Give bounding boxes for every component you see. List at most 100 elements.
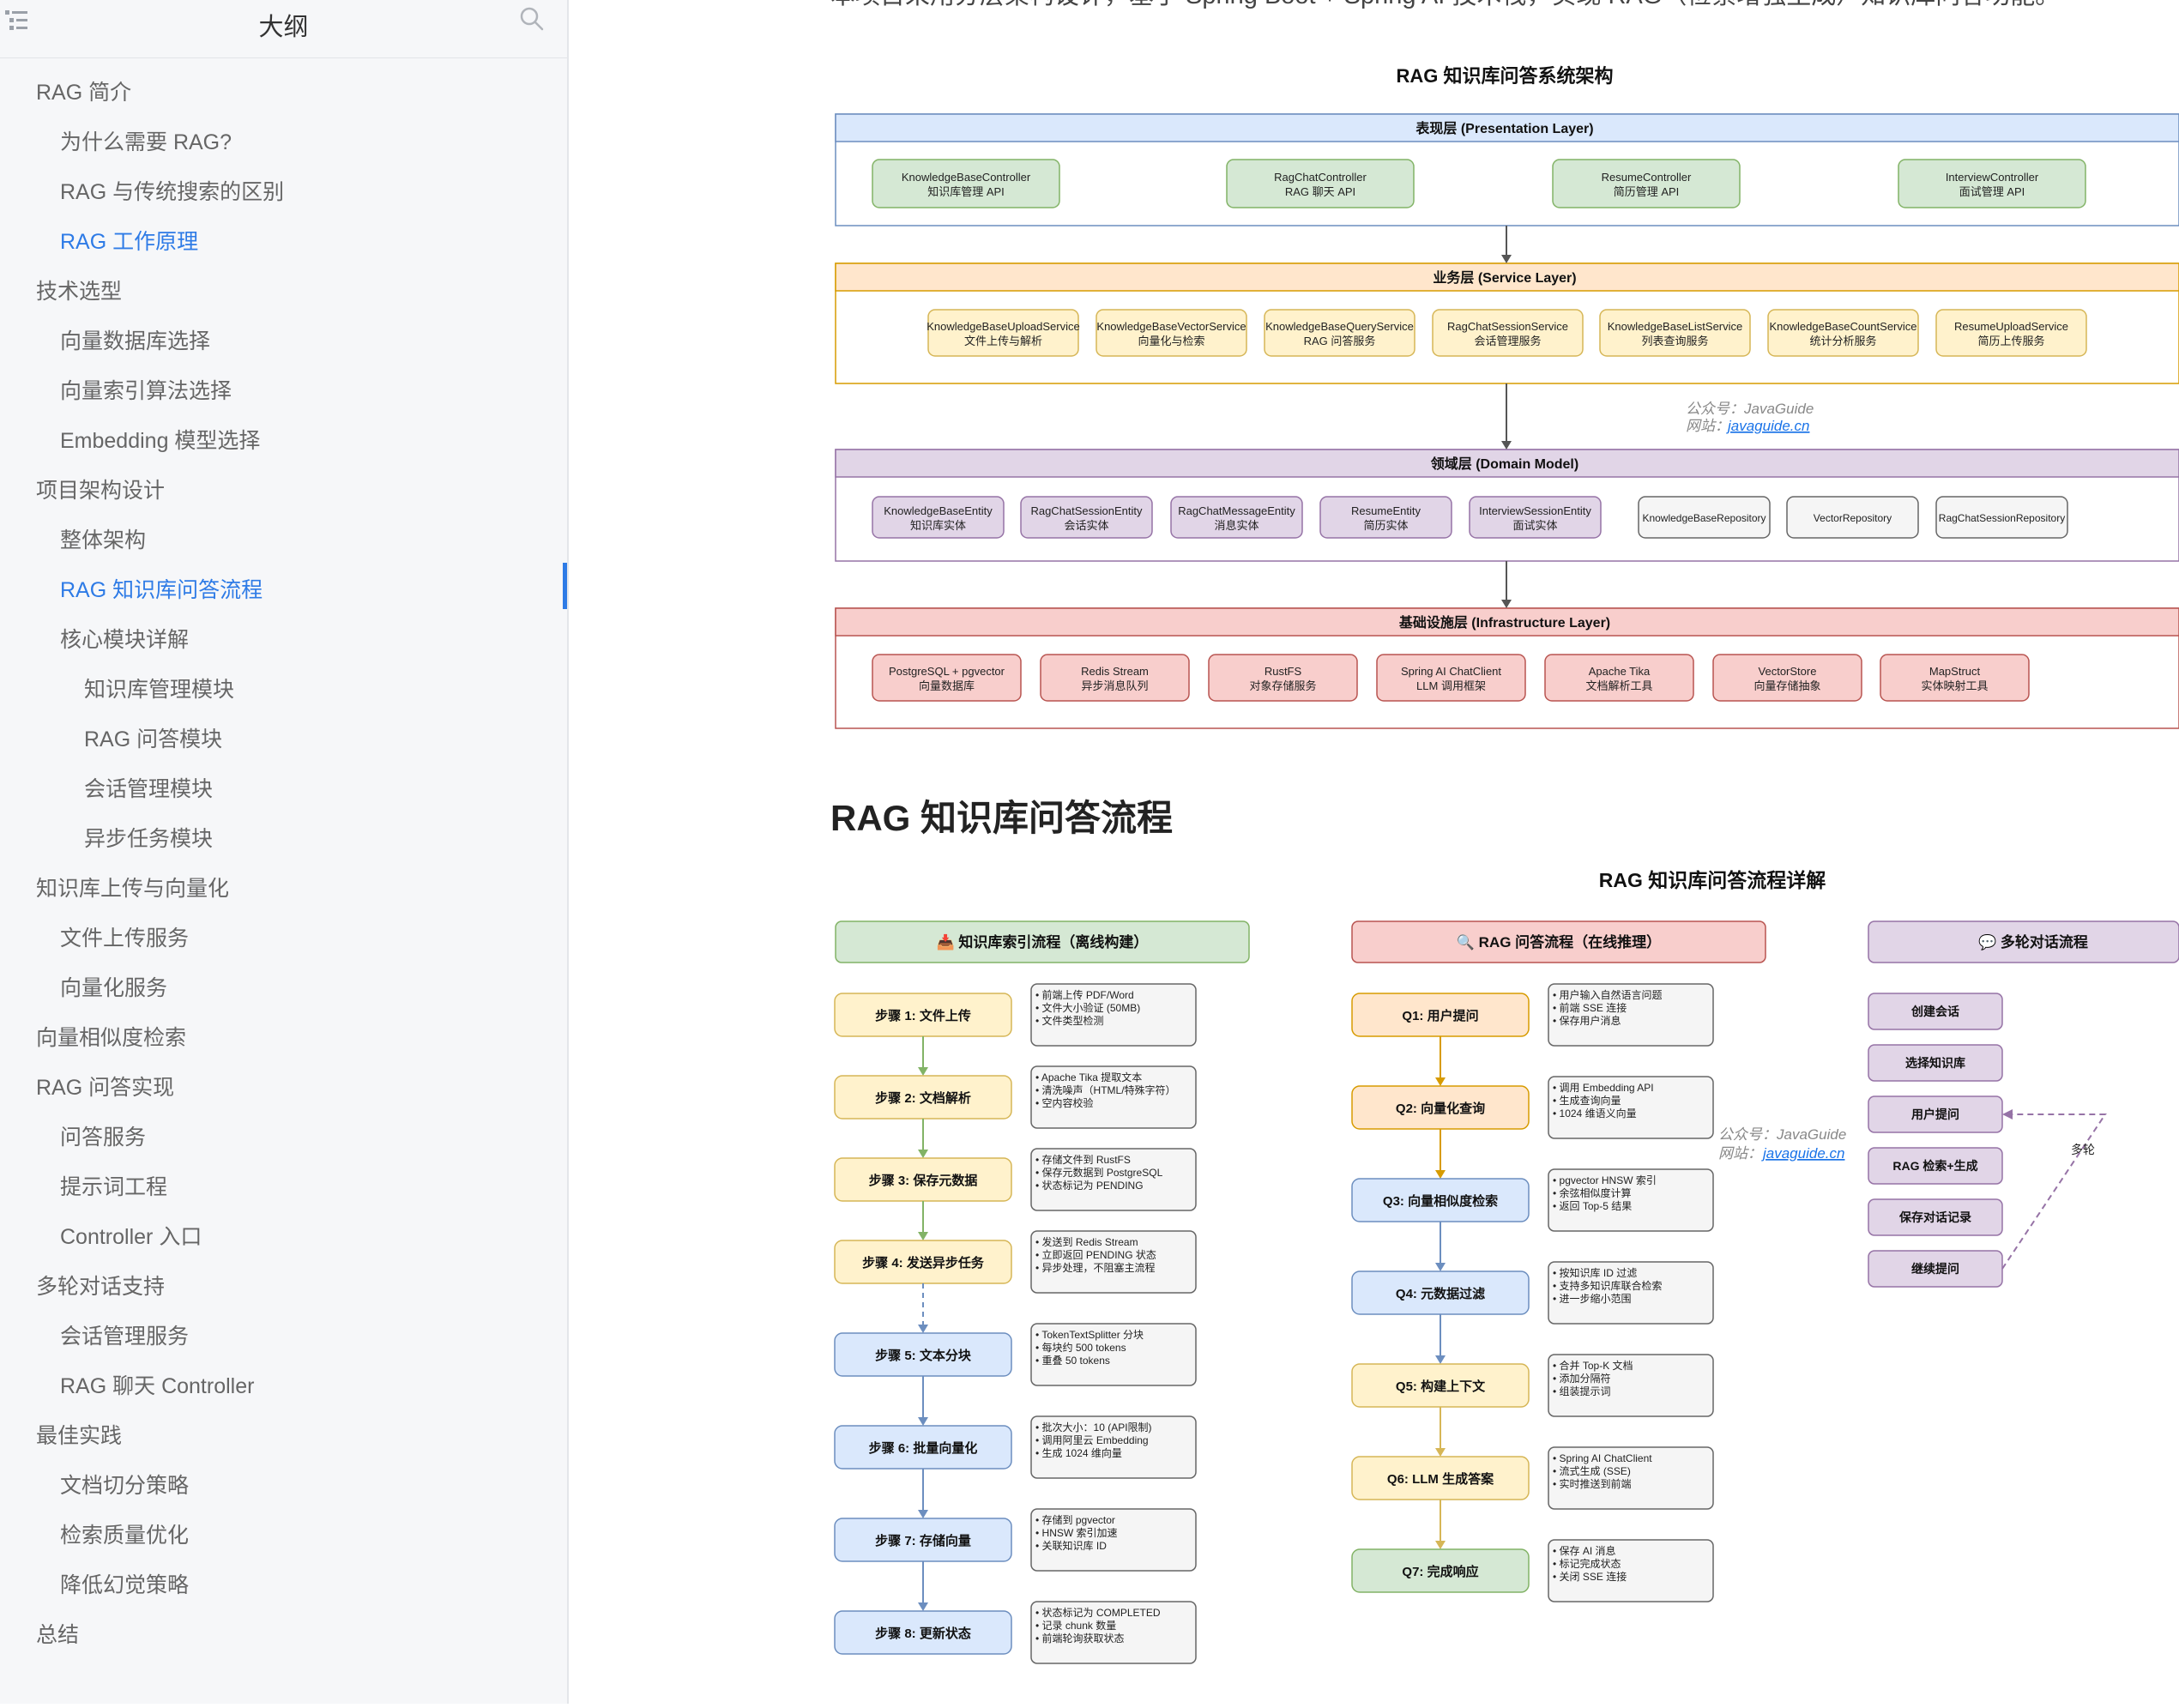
outline-item[interactable]: Controller 入口 [60, 1225, 202, 1249]
watermark-site-prefix: 网站： [1718, 1145, 1762, 1162]
component-name: InterviewSessionEntity [1479, 504, 1591, 517]
outline-item[interactable]: 知识库上传与向量化 [36, 877, 230, 901]
component-box [1935, 496, 2068, 539]
note-line: • 按知识库 ID 过滤 [1553, 1266, 1637, 1279]
component-desc: 消息实体 [1214, 519, 1259, 532]
component-name: KnowledgeBaseQueryService [1265, 320, 1414, 333]
outline-item[interactable]: 向量化服务 [60, 976, 168, 1000]
outline-item[interactable]: 降低幻觉策略 [60, 1573, 190, 1597]
step-label: 步骤 8: 更新状态 [875, 1626, 971, 1641]
note-line: • 用户输入自然语言问题 [1553, 988, 1663, 1001]
outline-item[interactable]: 向量数据库选择 [60, 329, 211, 353]
search-icon[interactable] [518, 5, 546, 33]
outline-item[interactable]: 提示词工程 [60, 1175, 168, 1199]
outline-item[interactable]: RAG 聊天 Controller [60, 1374, 255, 1398]
step-label: 步骤 7: 存储向量 [875, 1533, 971, 1548]
outline-item[interactable]: RAG 工作原理 [60, 230, 199, 254]
outline-item[interactable]: RAG 问答实现 [36, 1076, 175, 1100]
note-line: • Spring AI ChatClient [1553, 1452, 1652, 1464]
layer-header [835, 607, 2179, 637]
layer-title: 业务层 (Service Layer) [1433, 269, 1576, 286]
layer-header [835, 263, 2179, 292]
outline-item[interactable]: RAG 与传统搜索的区别 [60, 180, 285, 204]
note-line: • 重叠 50 tokens [1035, 1355, 1110, 1367]
outline-header: 大纲 [0, 0, 567, 58]
note-line: • 前端 SSE 连接 [1553, 1001, 1627, 1014]
multi-step-label: 继续提问 [1911, 1262, 1959, 1276]
arrow-head [1435, 1077, 1446, 1086]
outline-item[interactable]: 核心模块详解 [60, 628, 190, 652]
loop-arrow [2001, 1114, 2107, 1270]
outline-item[interactable]: 技术选型 [36, 280, 123, 304]
component-desc: 文件上传与解析 [964, 335, 1042, 347]
component-desc: 会话管理服务 [1474, 335, 1541, 347]
outline-item[interactable]: Embedding 模型选择 [60, 429, 261, 453]
loop-label: 多轮 [2071, 1143, 2095, 1156]
outline-item[interactable]: 项目架构设计 [36, 479, 166, 503]
note-line: • 生成查询向量 [1553, 1094, 1621, 1107]
outline-item[interactable]: 文档切分策略 [60, 1474, 190, 1498]
component-box [1469, 496, 1602, 539]
component-desc: 异步消息队列 [1081, 679, 1148, 692]
outline-item[interactable]: RAG 知识库问答流程 [60, 578, 263, 602]
watermark-label: 公众号：JavaGuide [1718, 1126, 1846, 1143]
step-notes [1030, 1323, 1197, 1386]
step-notes [1548, 1076, 1714, 1139]
outline-item[interactable]: 异步任务模块 [84, 827, 214, 851]
component-box [1226, 159, 1415, 208]
outline-item[interactable]: 总结 [36, 1623, 80, 1647]
component-name: Redis Stream [1081, 665, 1149, 678]
outline-item[interactable]: 检索质量优化 [60, 1524, 190, 1548]
note-line: • 状态标记为 COMPLETED [1035, 1607, 1161, 1619]
component-name: KnowledgeBaseController [902, 171, 1031, 184]
arrow-head [1435, 1448, 1446, 1457]
step-label: 步骤 1: 文件上传 [875, 1008, 971, 1023]
component-box [1432, 309, 1584, 357]
arrow-head [1435, 1541, 1446, 1549]
component-desc: 实体映射工具 [1921, 679, 1988, 692]
component-box [872, 654, 1022, 702]
note-line: • 1024 维语义向量 [1553, 1107, 1637, 1120]
outline-item[interactable]: 会话管理模块 [84, 777, 214, 801]
component-box [1376, 654, 1526, 702]
outline-item[interactable]: RAG 问答模块 [84, 727, 223, 751]
component-box [1096, 309, 1247, 357]
outline-item[interactable]: 会话管理服务 [60, 1325, 190, 1349]
step-label: Q5: 构建上下文 [1396, 1379, 1486, 1394]
component-box [1638, 496, 1771, 539]
outline-item[interactable]: 问答服务 [60, 1126, 147, 1150]
note-line: • 清洗噪声（HTML/特殊字符） [1035, 1083, 1176, 1096]
outline-item[interactable]: 为什么需要 RAG? [60, 130, 232, 154]
multi-step-label: 选择知识库 [1905, 1056, 1965, 1070]
outline-item[interactable]: 多轮对话支持 [36, 1275, 166, 1299]
note-line: • 关闭 SSE 连接 [1553, 1570, 1627, 1583]
component-box [1208, 654, 1358, 702]
outline-item[interactable]: 知识库管理模块 [84, 678, 235, 702]
step-label: 步骤 4: 发送异步任务 [862, 1255, 985, 1270]
note-line: • 关联知识库 ID [1035, 1539, 1107, 1552]
note-line: • 文件大小验证 (50MB) [1035, 1001, 1140, 1014]
component-name: ResumeUploadService [1954, 320, 2068, 333]
outline-item[interactable]: 向量索引算法选择 [60, 379, 232, 403]
note-line: • 标记完成状态 [1553, 1557, 1621, 1570]
flow-title: RAG 知识库问答流程详解 [1599, 869, 1826, 891]
note-line: • 进一步缩小范围 [1553, 1292, 1632, 1305]
note-line: • 记录 chunk 数量 [1035, 1619, 1116, 1632]
component-name: KnowledgeBaseVectorService [1096, 320, 1246, 333]
column-header [1868, 920, 2179, 963]
note-line: • 调用阿里云 Embedding [1035, 1434, 1149, 1446]
outline-item[interactable]: 向量相似度检索 [36, 1026, 187, 1050]
outline-toggle-icon[interactable] [2, 5, 31, 34]
component-box [1767, 309, 1919, 357]
multi-step-box [1868, 1147, 2003, 1185]
component-name: KnowledgeBaseUploadService [927, 320, 1080, 333]
note-line: • 发送到 Redis Stream [1035, 1235, 1138, 1248]
outline-item[interactable]: 整体架构 [60, 528, 147, 552]
component-box [1935, 309, 2087, 357]
outline-item[interactable]: 最佳实践 [36, 1424, 123, 1448]
outline-item[interactable]: RAG 简介 [36, 81, 132, 105]
outline-item[interactable]: 文件上传服务 [60, 926, 190, 951]
note-line: • 合并 Top-K 文档 [1553, 1359, 1633, 1372]
multi-step-box [1868, 1044, 2003, 1082]
component-desc: LLM 调用框架 [1416, 679, 1486, 692]
